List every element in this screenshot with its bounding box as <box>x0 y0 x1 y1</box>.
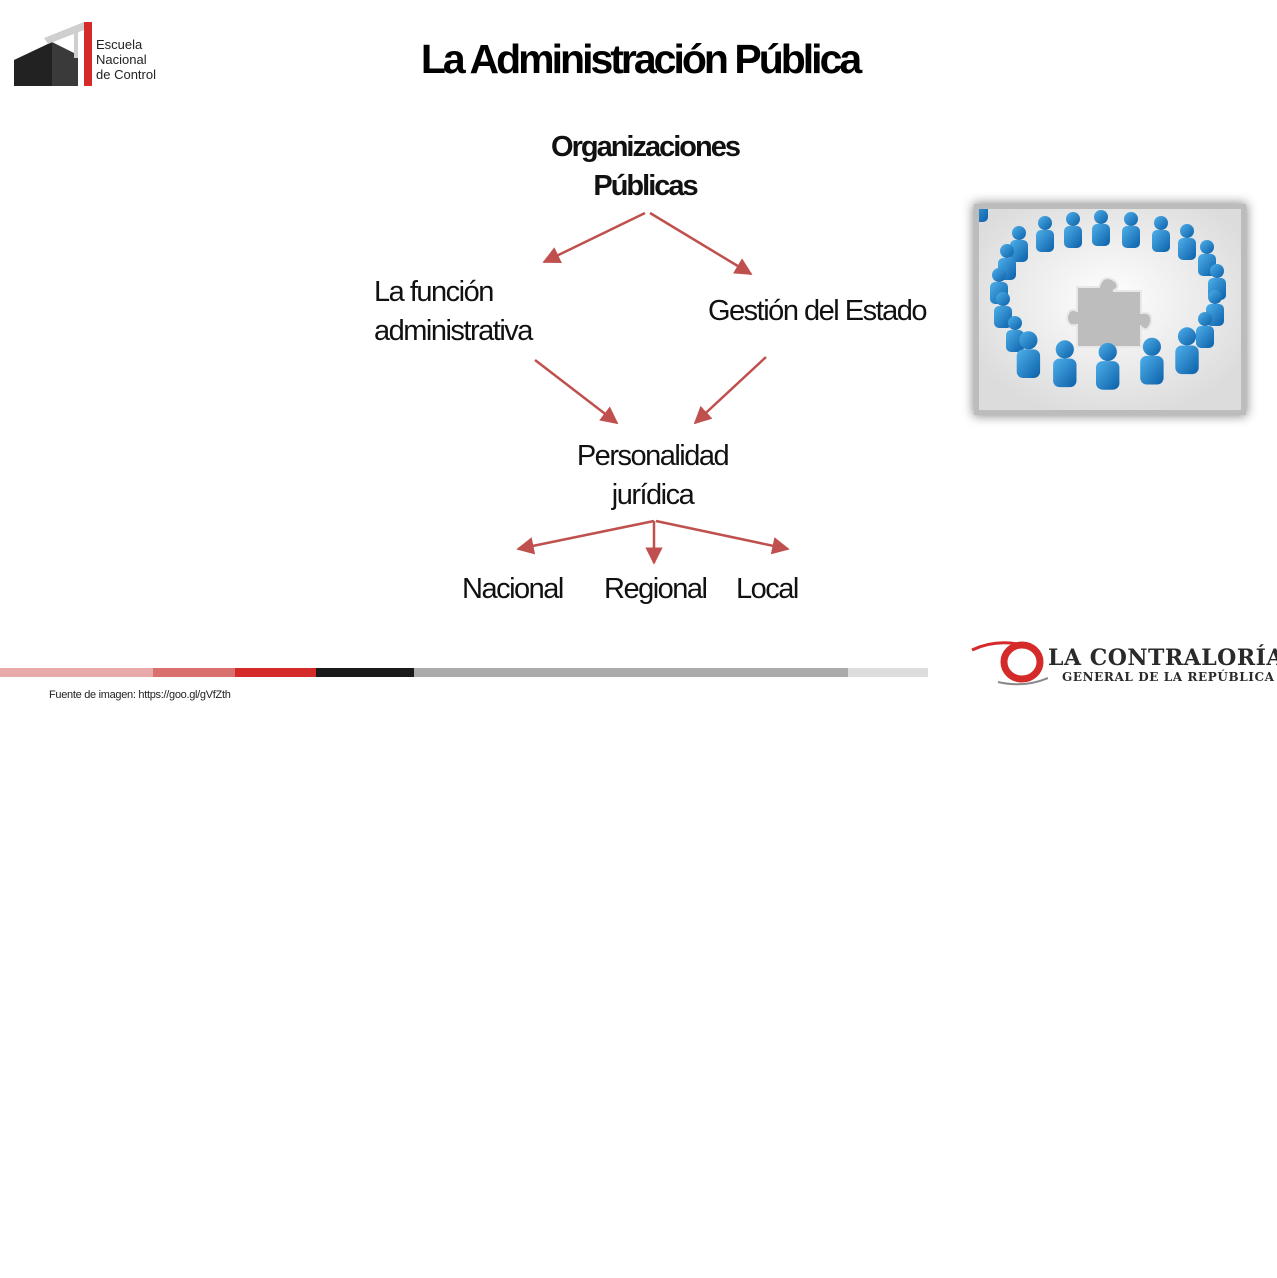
footer-stripe-2 <box>153 668 235 677</box>
logo-line: de Control <box>96 67 156 82</box>
arrow-middle-to-local <box>655 519 790 555</box>
footer-stripe-5 <box>414 668 848 677</box>
contraloria-brand-line2: GENERAL DE LA REPÚBLICA <box>1062 670 1275 684</box>
logo-line: Nacional <box>96 52 147 67</box>
escuela-logo-icon <box>14 22 92 86</box>
footer-stripe-1 <box>0 668 153 677</box>
node-organizaciones-publicas: Organizaciones Públicas <box>520 128 770 206</box>
puzzle-people-icon <box>970 186 1241 410</box>
contraloria-brand-line1: LA CONTRALORÍA <box>1048 645 1277 671</box>
arrow-root-to-left <box>542 211 646 264</box>
node-local: Local <box>736 573 799 605</box>
image-source-caption: Fuente de imagen: https://goo.gl/gVfZth <box>49 689 231 701</box>
arrow-middle-to-nacional <box>516 519 655 555</box>
node-line: Personalidad <box>576 440 730 472</box>
node-line: jurídica <box>611 479 695 511</box>
arrow-left-to-middle <box>534 359 619 425</box>
page-title: La Administración Pública <box>420 36 862 82</box>
footer-stripe-6 <box>848 668 928 677</box>
arrow-root-to-right <box>649 211 753 276</box>
node-personalidad-juridica: Personalidad jurídica <box>545 437 760 515</box>
node-regional: Regional <box>604 573 708 605</box>
node-line: administrativa <box>374 315 533 347</box>
node-nacional: Nacional <box>462 573 564 605</box>
node-line: Públicas <box>593 170 698 202</box>
people-circle-image <box>970 186 1241 410</box>
contraloria-logo-icon <box>971 641 1048 686</box>
arrow-right-to-middle <box>693 356 767 425</box>
logo-line: Escuela <box>96 37 143 52</box>
node-gestion-estado: Gestión del Estado <box>708 295 928 327</box>
node-line: Organizaciones <box>551 131 741 163</box>
escuela-logo-text: Escuela Nacional de Control <box>96 37 156 82</box>
node-line: La función <box>374 276 494 308</box>
diagram-arrows <box>516 211 790 565</box>
node-funcion-administrativa: La función administrativa <box>374 273 533 351</box>
footer-stripe-4 <box>316 668 414 677</box>
footer-stripe-3 <box>235 668 316 677</box>
